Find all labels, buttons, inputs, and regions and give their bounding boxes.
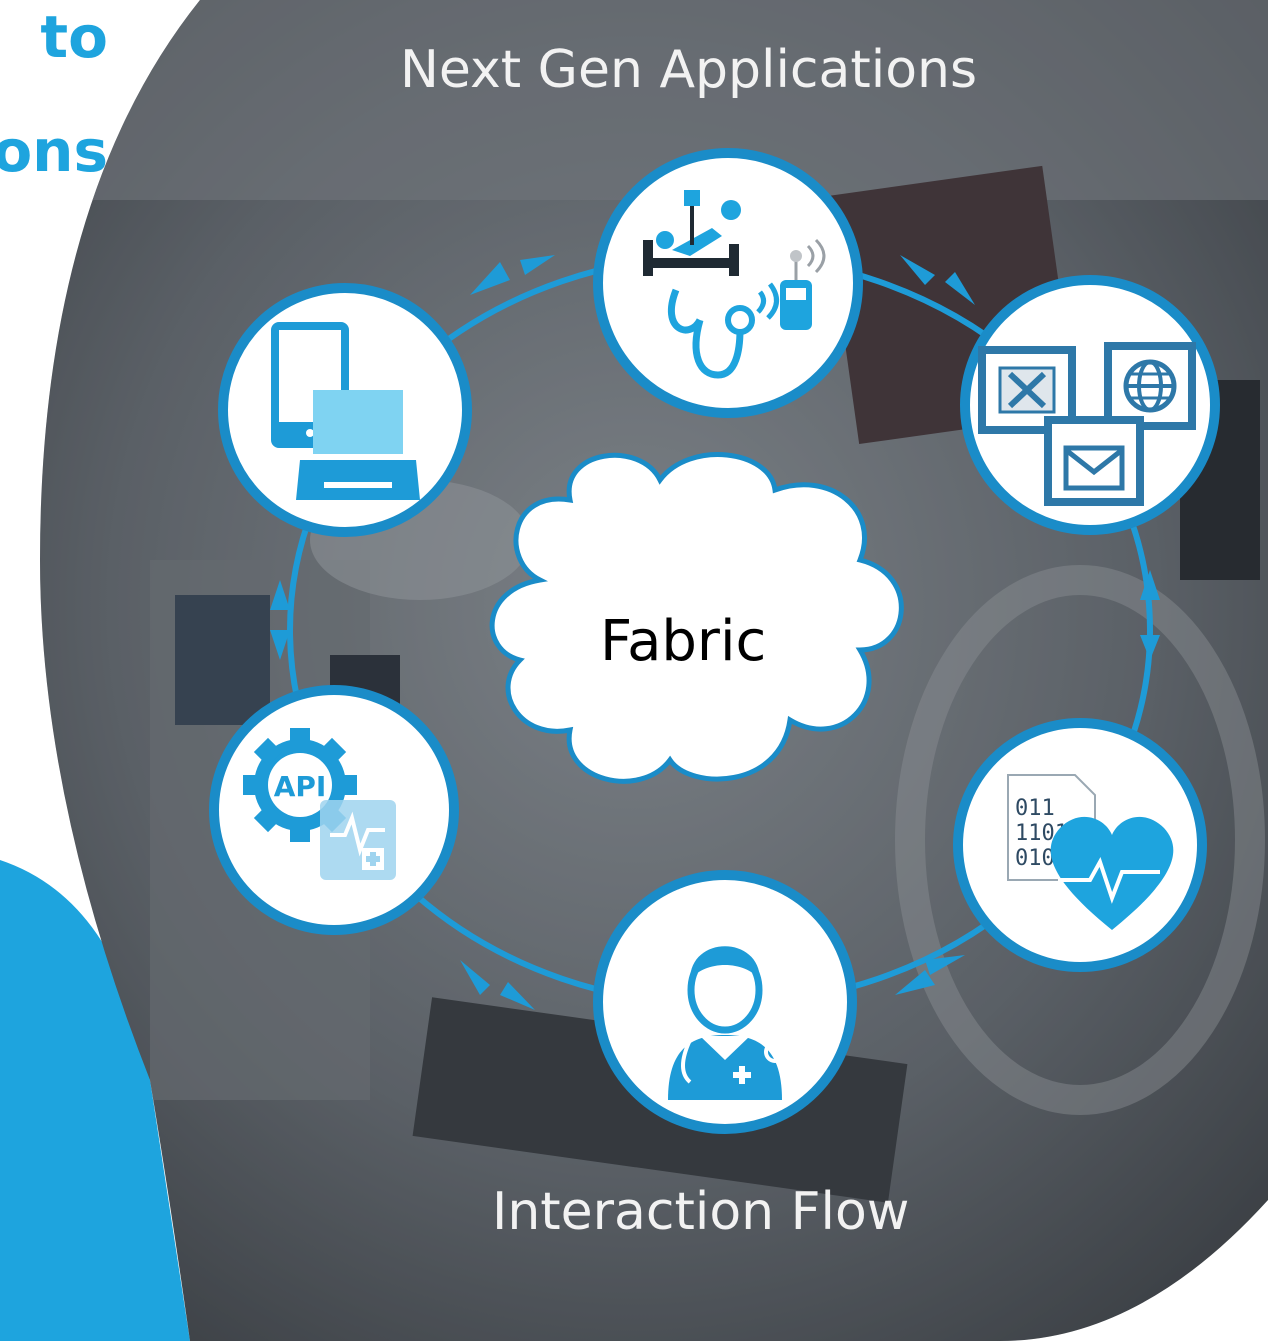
doctor-icon: [668, 946, 786, 1100]
web-globe-icon: [1104, 342, 1196, 430]
wireless-signal-icon: [756, 282, 779, 320]
binary-line: 010: [1015, 846, 1055, 871]
laptop-icon: [296, 390, 420, 500]
node-clinician: [593, 870, 857, 1134]
fabric-label: Fabric: [600, 609, 767, 674]
medical-chart-icon: [320, 800, 396, 880]
heartbeat-icon: [1050, 816, 1174, 930]
arrow-icon: [270, 630, 290, 660]
arrow-icon: [1140, 570, 1160, 600]
node-patient-monitoring: [593, 148, 863, 418]
stethoscope-icon: [667, 288, 755, 379]
arrow-icon: [900, 255, 935, 285]
left-accent-shape: [0, 860, 190, 1341]
arrow-icon: [470, 262, 510, 295]
node-api: API: [209, 685, 459, 935]
hospital-bed-icon: [643, 190, 741, 276]
wearable-device-icon: [780, 238, 826, 330]
diagram-title: Next Gen Applications: [400, 40, 978, 100]
heading-line-2: ons: [0, 117, 108, 185]
node-health-data: 011 1101 010: [953, 718, 1207, 972]
arrow-icon: [520, 255, 555, 275]
arrow-icon: [500, 982, 535, 1010]
arrow-icon: [895, 970, 935, 995]
binary-line: 011: [1015, 796, 1055, 821]
node-documents: [960, 275, 1220, 535]
heading-line-1: to: [40, 3, 108, 71]
email-icon: [1044, 416, 1144, 506]
arrow-icon: [925, 955, 965, 975]
arrow-icon: [1140, 635, 1160, 660]
fabric-cloud: [489, 452, 904, 784]
flow-arrows: [270, 255, 1160, 1010]
api-label: API: [274, 770, 327, 803]
arrow-icon: [945, 272, 975, 305]
arrow-icon: [460, 960, 490, 995]
footer-label: Interaction Flow: [492, 1182, 910, 1242]
node-devices: [218, 283, 472, 537]
arrow-icon: [270, 580, 290, 610]
